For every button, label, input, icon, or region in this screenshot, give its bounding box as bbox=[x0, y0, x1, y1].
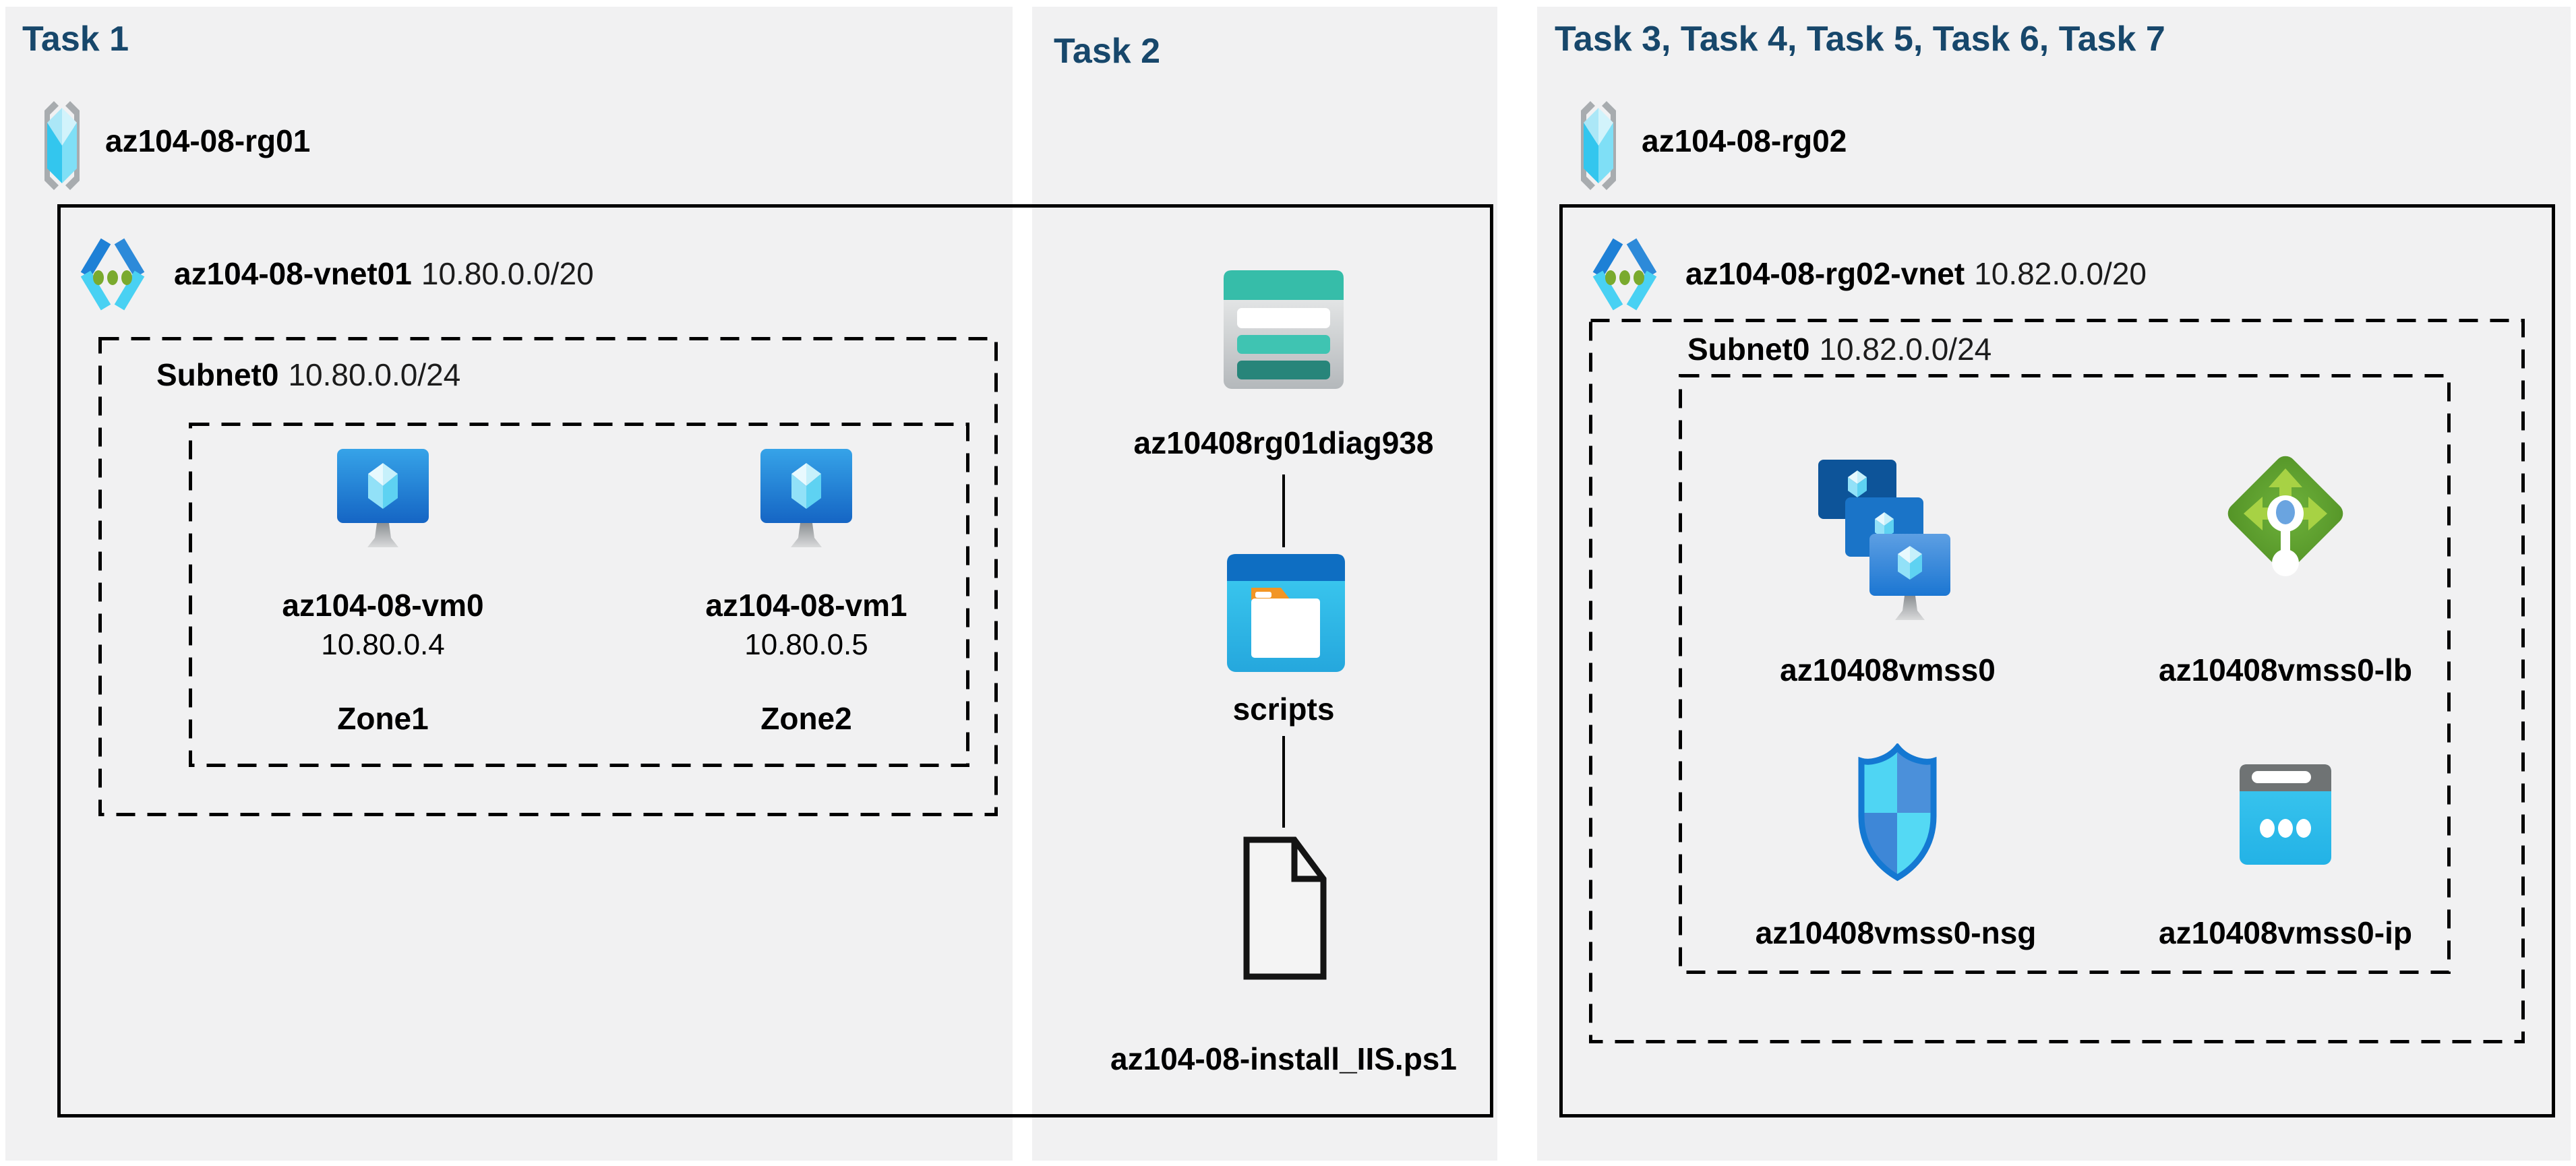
panel-task3 bbox=[1537, 7, 2571, 1161]
vnet-box-task1 bbox=[57, 204, 1493, 1117]
vnet-cidr: 10.80.0.0/20 bbox=[421, 256, 594, 291]
subnet-name: Subnet0 bbox=[156, 357, 279, 392]
panel-task1 bbox=[5, 7, 1013, 1161]
virtual-network-icon bbox=[1591, 236, 1658, 314]
storage-account-icon bbox=[1222, 269, 1345, 390]
subnet-label: Subnet0 10.82.0.0/24 bbox=[1687, 332, 1991, 367]
vnet-label: az104-08-vnet01 10.80.0.0/20 bbox=[174, 256, 594, 292]
public-ip-label: az10408vmss0-ip bbox=[2159, 915, 2412, 950]
subnet-box-task1 bbox=[98, 337, 998, 816]
connector-storage-to-container bbox=[1282, 474, 1285, 547]
virtual-machine-icon bbox=[336, 448, 430, 554]
vm-scale-set-icon bbox=[1817, 458, 1952, 628]
resource-group-icon bbox=[1573, 98, 1624, 193]
vm-name-label: az104-08-vm0 bbox=[282, 588, 484, 623]
subnet-box-task3 bbox=[1589, 319, 2525, 1043]
vm-zone-label: Zone2 bbox=[760, 701, 852, 736]
load-balancer-label: az10408vmss0-lb bbox=[2159, 652, 2412, 687]
vnet-label: az104-08-rg02-vnet 10.82.0.0/20 bbox=[1685, 256, 2147, 292]
network-security-group-icon bbox=[1855, 743, 1940, 882]
connector-container-to-file bbox=[1282, 736, 1285, 828]
resource-group-label: az104-08-rg02 bbox=[1642, 123, 1847, 158]
resource-group-label: az104-08-rg01 bbox=[105, 123, 311, 158]
blob-container-icon bbox=[1226, 553, 1346, 673]
vnet-box-task3 bbox=[1559, 204, 2555, 1117]
vmss-group-box-task3 bbox=[1679, 374, 2451, 974]
storage-account-label: az10408rg01diag938 bbox=[1133, 425, 1434, 460]
task2-title: Task 2 bbox=[1054, 32, 1161, 71]
vm-group-box-task1 bbox=[189, 423, 969, 767]
vm-name-label: az104-08-vm1 bbox=[705, 588, 907, 623]
vmss-label: az10408vmss0 bbox=[1780, 652, 1996, 687]
subnet-cidr: 10.82.0.0/24 bbox=[1819, 332, 1992, 367]
vm-ip-label: 10.80.0.4 bbox=[321, 628, 445, 661]
task1-title: Task 1 bbox=[22, 20, 129, 59]
subnet-cidr: 10.80.0.0/24 bbox=[288, 357, 461, 392]
vm-zone-label: Zone1 bbox=[337, 701, 429, 736]
container-label: scripts bbox=[1232, 692, 1335, 727]
subnet-label: Subnet0 10.80.0.0/24 bbox=[156, 357, 460, 393]
load-balancer-icon bbox=[2221, 448, 2349, 617]
script-file-label: az104-08-install_IIS.ps1 bbox=[1110, 1041, 1457, 1076]
subnet-name: Subnet0 bbox=[1687, 332, 1810, 367]
vnet-cidr: 10.82.0.0/20 bbox=[1974, 256, 2147, 291]
public-ip-icon bbox=[2238, 763, 2333, 866]
virtual-network-icon bbox=[79, 236, 146, 314]
resource-group-icon bbox=[36, 98, 88, 193]
virtual-machine-icon bbox=[759, 448, 853, 554]
nsg-label: az10408vmss0-nsg bbox=[1755, 915, 2037, 950]
vnet-name: az104-08-vnet01 bbox=[174, 256, 412, 291]
script-file-icon bbox=[1242, 836, 1327, 981]
vnet-name: az104-08-rg02-vnet bbox=[1685, 256, 1965, 291]
vm-ip-label: 10.80.0.5 bbox=[744, 628, 868, 661]
task3-title: Task 3, Task 4, Task 5, Task 6, Task 7 bbox=[1555, 20, 2165, 59]
